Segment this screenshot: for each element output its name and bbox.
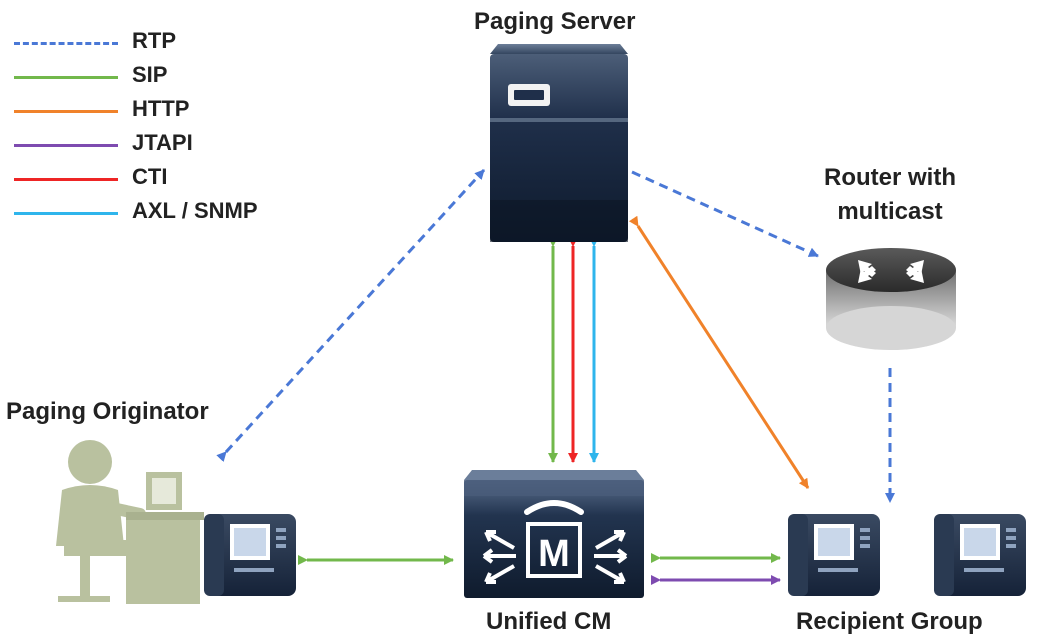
router-label-line2: multicast [837, 198, 943, 225]
legend-item-http: HTTP [14, 96, 314, 126]
router-label-line1: Router with [824, 164, 956, 191]
legend-swatch [14, 212, 118, 215]
legend-swatch [14, 76, 118, 79]
svg-text:M: M [538, 533, 570, 575]
http-link-server-recipients [628, 215, 810, 489]
server-icon [490, 44, 628, 242]
legend-label: HTTP [132, 96, 190, 121]
ip-phone-icon [204, 514, 296, 596]
ip-phone-icon [934, 514, 1026, 596]
recipient-group-label: Recipient Group [796, 608, 983, 635]
legend-item-axl-snmp: AXL / SNMP [14, 198, 314, 228]
legend-label: AXL / SNMP [132, 198, 258, 223]
legend-swatch [14, 144, 118, 147]
legend-item-jtapi: JTAPI [14, 130, 314, 160]
legend-item-rtp: RTP [14, 28, 314, 58]
legend-swatch [14, 110, 118, 113]
unified-cm-label: Unified CM [486, 608, 612, 635]
user-at-desk-icon [56, 440, 204, 604]
legend-swatch [14, 178, 118, 181]
legend-label: RTP [132, 28, 176, 53]
paging-originator-label: Paging Originator [6, 398, 209, 425]
rtp-link-server-router [631, 170, 819, 258]
router-icon [826, 248, 956, 350]
cisco-unified-cm-icon: M [464, 470, 644, 598]
ip-phone-icon [788, 514, 880, 596]
legend-swatch [14, 42, 118, 45]
rtp-link-originator-server [216, 168, 486, 463]
legend-label: JTAPI [132, 130, 193, 155]
legend-item-sip: SIP [14, 62, 314, 92]
legend-item-cti: CTI [14, 164, 314, 194]
legend-label: CTI [132, 164, 168, 189]
paging-server-label: Paging Server [474, 8, 636, 35]
legend-label: SIP [132, 62, 168, 87]
